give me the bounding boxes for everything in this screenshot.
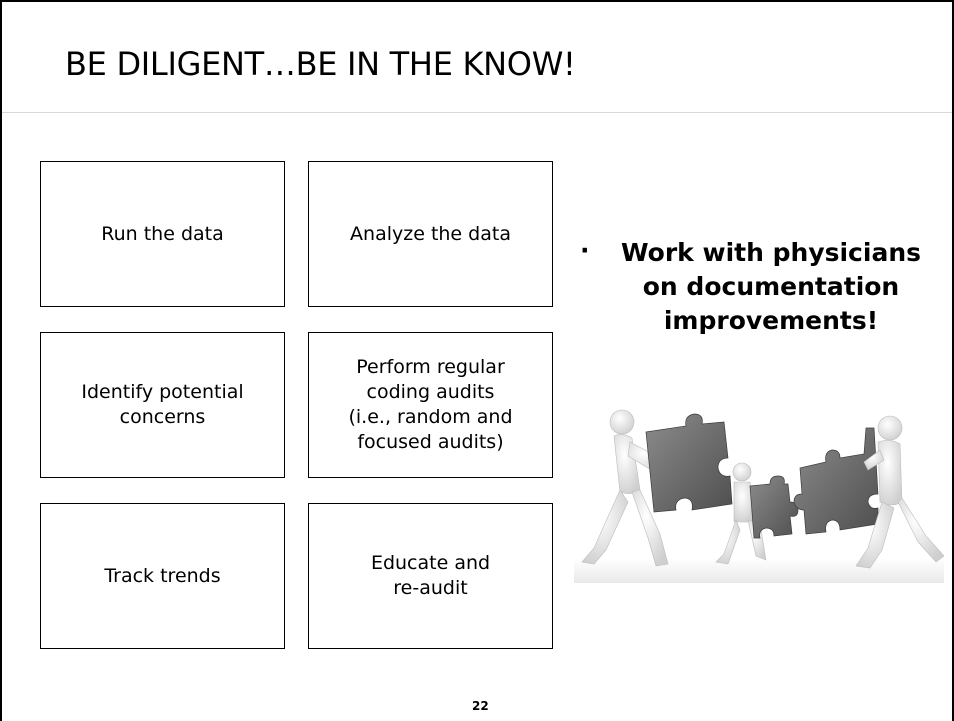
box-text-line: focused audits) bbox=[357, 431, 504, 453]
box-text-line: Run the data bbox=[101, 222, 224, 245]
box-identify-concerns: Identify potential concerns bbox=[40, 332, 285, 478]
bullet-point: · Work with physicians on documentation … bbox=[572, 236, 952, 338]
box-text-line: Analyze the data bbox=[350, 222, 511, 245]
box-text-line: Track trends bbox=[104, 564, 221, 587]
right-person-figure bbox=[855, 415, 944, 569]
slide-title: BE DILIGENT…BE IN THE KNOW! bbox=[65, 45, 576, 83]
page-number: 22 bbox=[472, 699, 489, 713]
bullet-text-line: improvements! bbox=[663, 306, 879, 335]
bullet-marker: · bbox=[580, 236, 590, 265]
right-puzzle-piece bbox=[793, 427, 879, 535]
box-text-line: (i.e., random and bbox=[348, 406, 513, 428]
middle-person-figure bbox=[715, 462, 767, 565]
box-educate-reaudit: Educate and re-audit bbox=[308, 503, 553, 649]
box-text-line: Perform regular bbox=[356, 356, 505, 378]
bullet-text-line: Work with physicians bbox=[620, 238, 921, 267]
box-run-the-data: Run the data bbox=[40, 161, 285, 307]
puzzle-teamwork-illustration bbox=[574, 409, 944, 583]
box-analyze-the-data: Analyze the data bbox=[308, 161, 553, 307]
box-text-line: coding audits bbox=[366, 381, 495, 403]
title-bar: BE DILIGENT…BE IN THE KNOW! bbox=[2, 2, 952, 113]
bullet-text-line: on documentation bbox=[642, 272, 900, 301]
ground-reflection bbox=[574, 558, 944, 583]
box-text-line: Identify potential bbox=[81, 381, 244, 403]
box-coding-audits: Perform regular coding audits (i.e., ran… bbox=[308, 332, 553, 478]
box-track-trends: Track trends bbox=[40, 503, 285, 649]
left-puzzle-piece bbox=[645, 413, 733, 513]
box-text-line: re-audit bbox=[393, 577, 468, 599]
box-text-line: concerns bbox=[119, 406, 206, 428]
middle-puzzle-piece bbox=[749, 475, 799, 539]
box-text-line: Educate and bbox=[370, 552, 491, 574]
